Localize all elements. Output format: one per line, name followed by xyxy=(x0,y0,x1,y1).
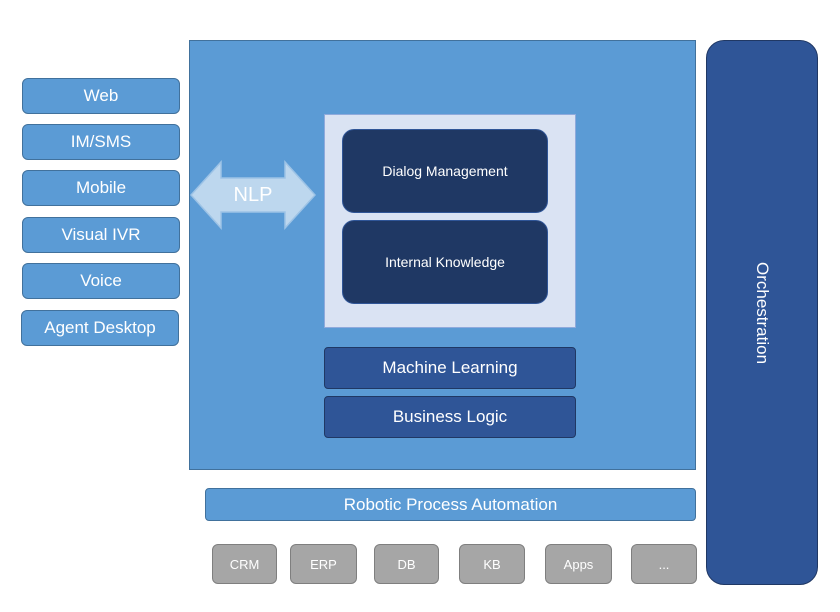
channel-label: Voice xyxy=(80,271,122,290)
system-label: ... xyxy=(658,556,670,572)
system-label: KB xyxy=(483,556,501,572)
channel-im-sms: IM/SMS xyxy=(22,124,180,160)
dialog-management-label: Dialog Management xyxy=(382,163,508,179)
system-erp: ERP xyxy=(290,544,357,584)
channel-web: Web xyxy=(22,78,180,114)
system-kb: KB xyxy=(459,544,525,584)
business-logic-box: Business Logic xyxy=(324,396,576,438)
double-arrow-icon xyxy=(190,160,316,230)
system-label: CRM xyxy=(229,556,260,572)
nlp-label: NLP xyxy=(233,183,273,206)
channel-mobile: Mobile xyxy=(22,170,180,206)
nlp-arrow: NLP xyxy=(190,160,316,230)
system-label: ERP xyxy=(310,556,337,572)
orchestration-label: Orchestration xyxy=(752,261,772,364)
system-label: Apps xyxy=(563,556,594,572)
machine-learning-box: Machine Learning xyxy=(324,347,576,389)
channel-label: Agent Desktop xyxy=(44,318,156,337)
rpa-label: Robotic Process Automation xyxy=(343,494,558,514)
internal-knowledge-label: Internal Knowledge xyxy=(385,254,505,270)
channel-label: Visual IVR xyxy=(61,225,141,244)
system-crm: CRM xyxy=(212,544,277,584)
internal-knowledge-box: Internal Knowledge xyxy=(342,220,548,304)
system-apps: Apps xyxy=(545,544,612,584)
channel-label: Mobile xyxy=(75,178,127,197)
orchestration-column: Orchestration xyxy=(706,40,818,585)
business-logic-label: Business Logic xyxy=(392,407,508,426)
channel-agent-desktop: Agent Desktop xyxy=(21,310,179,346)
system-more: ... xyxy=(631,544,697,584)
system-label: DB xyxy=(397,556,416,572)
channel-visual-ivr: Visual IVR xyxy=(22,217,180,253)
dialog-management-box: Dialog Management xyxy=(342,129,548,213)
channel-label: Web xyxy=(83,86,119,105)
system-db: DB xyxy=(374,544,439,584)
channel-label: IM/SMS xyxy=(70,132,132,151)
rpa-bar: Robotic Process Automation xyxy=(205,488,696,521)
machine-learning-label: Machine Learning xyxy=(382,358,518,377)
channel-voice: Voice xyxy=(22,263,180,299)
